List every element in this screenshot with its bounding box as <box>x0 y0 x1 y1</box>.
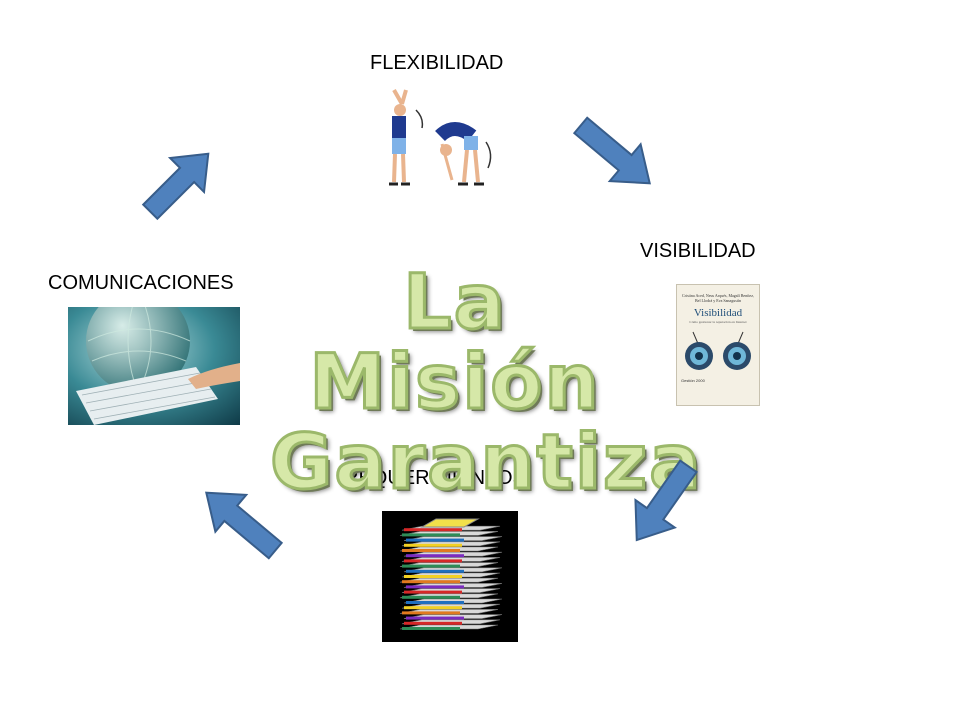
node-label-flexibilidad: FLEXIBILIDAD <box>370 52 504 74</box>
node-label-comunicaciones: COMUNICACIONES <box>48 272 234 294</box>
paper-stack-image <box>382 511 518 642</box>
center-title-line1: La Misión <box>308 257 601 426</box>
stretching-figure-image <box>372 84 496 190</box>
book-publisher-text: Gestión 2000 <box>681 378 705 383</box>
eyeball-robots-icon <box>685 331 751 370</box>
center-title-line2: Garantiza <box>269 417 703 506</box>
node-label-visibilidad: VISIBILIDAD <box>640 240 756 262</box>
book-authors-text: Cristina Aced, Neus Arqués, Magalí Benít… <box>682 293 754 303</box>
visibilidad-book-cover-image: Cristina Aced, Neus Arqués, Magalí Benít… <box>676 284 760 406</box>
book-subtitle-text: Cómo gestionar la reputación en Internet <box>689 320 747 324</box>
arrow-top-to-right <box>572 116 651 185</box>
node-label-requerimientos: REQUERIMIENTOS <box>344 467 526 489</box>
arrow-bottom-to-left <box>205 491 284 560</box>
arrow-right-to-bottom <box>634 459 698 542</box>
book-title-text: Visibilidad <box>693 307 743 319</box>
center-title: La Misión Garantiza <box>269 257 703 506</box>
keyboard-globe-image <box>68 307 240 425</box>
arrow-left-to-top <box>141 152 210 221</box>
